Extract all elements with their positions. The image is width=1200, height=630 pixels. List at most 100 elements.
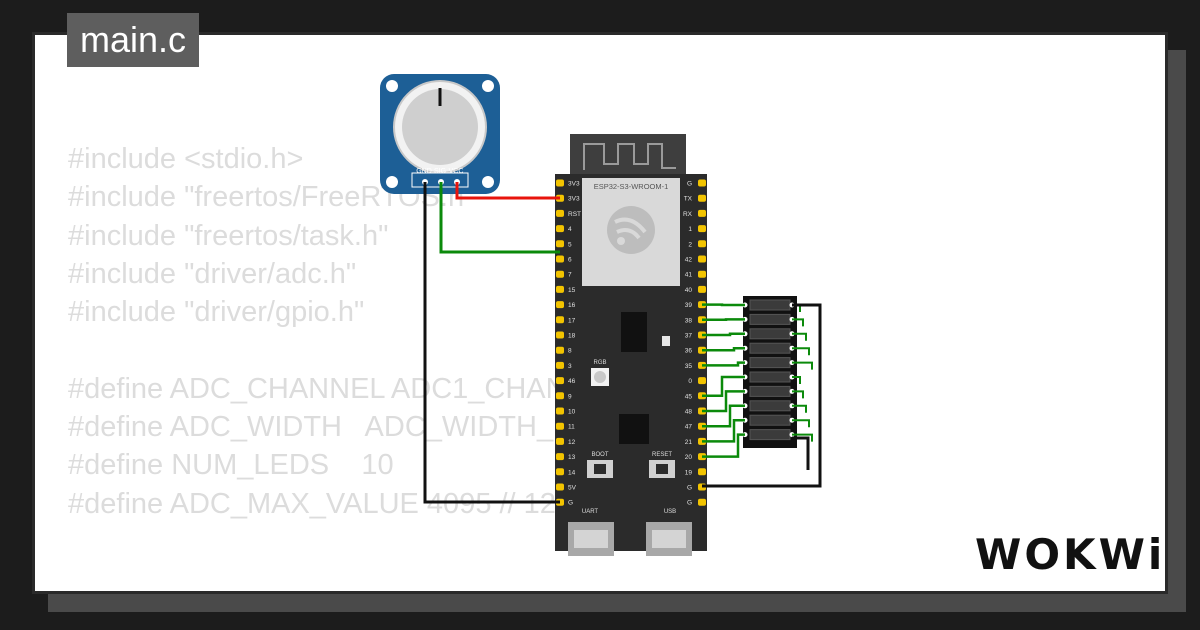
- board-pin[interactable]: [556, 468, 564, 476]
- led-segment[interactable]: [749, 328, 791, 340]
- board-pin-label: 47: [685, 424, 693, 431]
- board-pin[interactable]: [698, 270, 706, 278]
- led-segment[interactable]: [749, 371, 791, 383]
- board-pin[interactable]: [556, 301, 564, 309]
- board-pin-label: 7: [568, 272, 572, 279]
- antenna-trace: [583, 143, 676, 170]
- board-pin-label: 36: [685, 348, 693, 355]
- wokwi-logo: WOKWi: [975, 530, 1166, 579]
- board-pin-label: 9: [568, 393, 572, 400]
- rgb-label: RGB: [593, 360, 606, 366]
- board-pin-label: 14: [568, 469, 576, 476]
- board-pin-label: 18: [568, 333, 576, 340]
- led-segment[interactable]: [749, 414, 791, 426]
- board-pin[interactable]: [698, 194, 706, 202]
- board-pin-label: 12: [568, 439, 576, 446]
- espressif-logo-icon: [607, 206, 655, 254]
- board-pin[interactable]: [556, 225, 564, 233]
- wire-led-8[interactable]: [702, 404, 745, 428]
- led-segment[interactable]: [749, 342, 791, 354]
- board-pin[interactable]: [698, 285, 706, 293]
- board-pin[interactable]: [698, 377, 706, 385]
- board-pin[interactable]: [698, 498, 706, 506]
- board-pin[interactable]: [556, 392, 564, 400]
- board-pin[interactable]: [556, 240, 564, 248]
- wire-led-4[interactable]: [702, 346, 745, 352]
- board-pin[interactable]: [556, 316, 564, 324]
- board-pin-label: 11: [568, 424, 575, 431]
- wire-led-return[interactable]: [792, 404, 807, 413]
- led-segment[interactable]: [749, 429, 791, 441]
- board-pin-label: 16: [568, 302, 576, 309]
- board-pin-label: 1: [688, 226, 692, 233]
- board-pin[interactable]: [698, 225, 706, 233]
- board-pin[interactable]: [556, 209, 564, 217]
- board-pin[interactable]: [556, 255, 564, 263]
- wire-led-return[interactable]: [792, 347, 810, 356]
- board-pin-label: 45: [685, 393, 693, 400]
- wire-led-return[interactable]: [792, 376, 801, 384]
- board-pin-label: G: [568, 500, 573, 507]
- file-tab-main-c[interactable]: main.c: [67, 13, 200, 67]
- board-pin[interactable]: [698, 255, 706, 263]
- wire-led-ground-2[interactable]: [792, 436, 810, 470]
- board-pin[interactable]: [698, 468, 706, 476]
- led-bar-graph[interactable]: [742, 296, 798, 448]
- board-pin-label: 15: [568, 287, 576, 294]
- mount-hole: [386, 80, 398, 92]
- board-pin-label: 8: [568, 348, 572, 355]
- wire-led-7[interactable]: [702, 390, 745, 413]
- wire-led-return[interactable]: [792, 390, 804, 399]
- wire-led-return[interactable]: [792, 332, 807, 341]
- wire-led-ground[interactable]: [702, 303, 822, 488]
- board-pin-label: 21: [685, 439, 693, 446]
- board-pin[interactable]: [556, 483, 564, 491]
- wire-gnd[interactable]: [423, 182, 560, 504]
- board-pin[interactable]: [556, 453, 564, 461]
- wire-vcc[interactable]: [455, 182, 560, 200]
- usb-label: USB: [664, 509, 676, 515]
- board-pin[interactable]: [556, 270, 564, 278]
- board-pin-label: 2: [688, 241, 692, 248]
- wire-sig[interactable]: [439, 182, 560, 254]
- board-pin[interactable]: [556, 407, 564, 415]
- board-pin-label: 41: [685, 272, 693, 279]
- board-pin-label: 4: [568, 226, 572, 233]
- led-segment[interactable]: [749, 357, 791, 369]
- board-pin-label: 40: [685, 287, 693, 294]
- wire-led-3[interactable]: [702, 332, 745, 337]
- board-pin[interactable]: [556, 422, 564, 430]
- board-pin-label: RST: [568, 211, 581, 218]
- board-pin[interactable]: [698, 240, 706, 248]
- wire-led-9[interactable]: [702, 418, 745, 443]
- board-pin[interactable]: [556, 437, 564, 445]
- uart-port-inner: [574, 530, 608, 548]
- board-pin[interactable]: [556, 331, 564, 339]
- led-segment[interactable]: [749, 385, 791, 397]
- wire-led-return[interactable]: [792, 419, 810, 428]
- code-line: #include "driver/gpio.h": [68, 296, 365, 329]
- board-pin[interactable]: [556, 377, 564, 385]
- led-segment[interactable]: [749, 299, 791, 311]
- wire-led-5[interactable]: [702, 361, 745, 367]
- board-pin[interactable]: [556, 285, 564, 293]
- board-pin-label: 35: [685, 363, 693, 370]
- board-pin[interactable]: [698, 179, 706, 187]
- board-pin-label: 38: [685, 317, 693, 324]
- board-pin[interactable]: [556, 346, 564, 354]
- board-pin[interactable]: [698, 209, 706, 217]
- wire-led-return[interactable]: [792, 361, 813, 370]
- wire-led-return[interactable]: [792, 433, 813, 442]
- led-segment[interactable]: [749, 313, 791, 325]
- esp32-s3-board[interactable]: ESP32-S3-WROOM-1 RGB BOOT RESET UART USB…: [555, 134, 707, 556]
- potentiometer[interactable]: GND SIG VCC: [380, 74, 500, 194]
- wire-led-return[interactable]: [792, 318, 804, 327]
- usb-chip: [619, 414, 649, 444]
- led-segment[interactable]: [749, 400, 791, 412]
- board-pin[interactable]: [556, 179, 564, 187]
- board-pin[interactable]: [556, 361, 564, 369]
- wire-led-10[interactable]: [702, 433, 745, 458]
- potentiometer-knob[interactable]: [402, 89, 478, 165]
- wire-led-6[interactable]: [702, 375, 745, 398]
